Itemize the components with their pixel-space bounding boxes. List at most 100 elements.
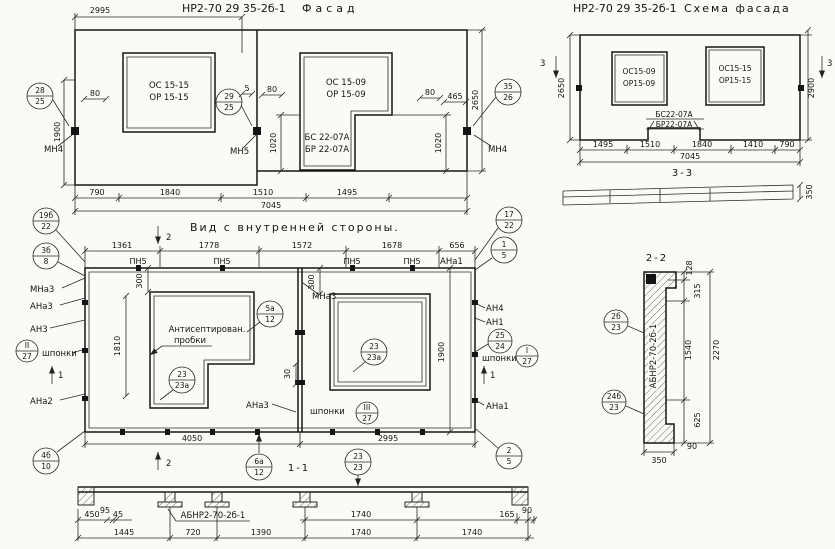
callout-bottom-number: 22 [504,221,514,230]
callout-top-number: 23 [369,342,379,351]
section11-dim: 95 [100,506,110,515]
callout-bottom-number: 24 [495,342,505,351]
callout-24b-23: 24б 23 [601,389,627,415]
facade-dim-80-left: 80 [90,89,100,98]
section11-dim: 1390 [251,528,271,537]
facade-anchor-label-mid: МН5 [230,147,249,157]
scheme-block-label1: БС22-07А [655,110,693,119]
pn5-label: ПН5 [129,257,146,266]
facade-chain-dim: 1510 [253,188,273,197]
scheme-dimension-ticks [566,26,812,203]
inner-side-view: Вид с внутренней стороны. 1361 1778 1572… [15,206,539,486]
scheme-dim-350: 350 [805,184,814,199]
callout-top-number: 24б [607,392,622,401]
section11-dim: 90 [522,506,532,515]
inner-dim-30: 30 [283,369,292,379]
scheme-chain-dim: 1495 [593,140,613,149]
section-1-1-title: 1-1 [288,463,310,474]
an1-label: АН1 [486,318,504,328]
facade-leader-lines [52,96,497,149]
facade-title-mark: НР2-70 29 35-2б-1 [182,2,286,15]
section11-flange-lines [78,486,528,493]
shponki-right-label: шпонки [482,354,517,364]
callout-bottom-number: 23а [175,381,189,390]
callout-bottom-number: 23 [609,403,619,412]
callout-bottom-number: 26 [503,93,513,102]
section22-dimension-ticks [640,268,714,456]
section22-dim-128: 128 [685,260,694,275]
inner-left-opening [149,291,255,409]
callout-top-number: 17 [504,210,514,219]
facade-dim-5: 5 [244,84,249,93]
section-3-3-title: 3-3 [672,168,694,179]
inner-dimension-ticks [81,247,479,448]
callout-bottom-number: 8 [44,257,49,266]
facade-chain-dim: 1840 [160,188,180,197]
section-2-cut-label-bottom: 2 [166,459,171,469]
facade-window-right-label1: ОС 15-09 [326,78,366,88]
callout-top-number: 5а [265,304,274,313]
scheme-chain-dim: 1410 [743,140,763,149]
scheme-title-word: Схема фасада [684,2,791,15]
an3-label: АН3 [30,325,48,335]
section22-dim-90: 90 [687,442,697,451]
callout-top-number: II [25,341,29,350]
inner-extension-lines [84,246,476,448]
inner-dim-height-right: 1900 [437,342,446,362]
scheme-outline [579,34,801,141]
facade-anchor-label-right: МН4 [488,145,507,155]
callout-bottom-number: 23 [611,323,621,332]
facade-block-label2: БР 22-07А [305,145,349,155]
scheme-section-strip [562,184,794,206]
callout-29-25: 29 25 [215,88,243,116]
ana1-right-label: АНа1 [486,402,509,412]
callout-bottom-number: 25 [35,97,45,106]
callout-III-27: III 27 [355,401,379,425]
scheme-window-left-label1: ОС15-09 [623,67,656,76]
inner-dim-height-left: 1810 [113,336,122,356]
section11-dim: 450 [84,510,99,519]
facade-window-right-label2: ОР 15-09 [326,90,365,100]
scheme-window-right-label1: ОС15-15 [719,64,752,73]
section22-extension-lines [643,271,714,456]
scheme-chain-dim: 1510 [640,140,660,149]
ana3-left-label: АНа3 [30,302,53,312]
inner-bottom-dim: 4050 [182,434,202,443]
facade-scheme-view: НР2-70 29 35-2б-1 Схема фасада ОС15-09 О… [540,2,832,206]
callout-top-number: 6а [254,457,263,466]
callout-bottom-number: 10 [41,462,51,471]
section11-dim: 1740 [351,510,371,519]
callout-3b-8: 3б 8 [32,242,60,270]
ana1-top-label: АНа1 [440,257,463,267]
scheme-window-inner-frames [614,49,762,103]
section22-dim-315: 315 [693,283,702,298]
facade-window-left-label2: ОР 15-15 [149,93,188,103]
facade-dim-1020-a: 1020 [269,133,278,153]
inner-chain-dim: 1572 [292,241,312,250]
callout-19b-22: 19б 22 [32,207,60,235]
section-3-cut-label-right: 3 [827,59,832,69]
scheme-window-openings [611,46,765,106]
section-2-cut-label-top: 2 [166,233,171,243]
callout-top-number: 3б [41,246,51,255]
section22-hatch-areas [644,272,676,443]
section-1-cut-label-left: 1 [58,371,63,381]
mna3-left-label: МНа3 [30,285,54,295]
section22-dim-350: 350 [651,456,666,465]
facade-window-left-label1: ОС 15-15 [149,81,189,91]
callout-1-5: 1 5 [490,236,518,264]
section11-dim: 720 [185,528,200,537]
shponki-mid-label: шпонки [310,407,345,417]
facade-anchor-label-left: МН4 [44,145,63,155]
inner-offset-line [88,271,472,429]
callout-2b-23: 2б 23 [603,309,629,335]
callout-bottom-number: 25 [224,103,234,112]
scheme-chain-dim: 790 [779,140,794,149]
inner-chain-dim: 1361 [112,241,132,250]
callout-5a-12: 5а 12 [256,300,284,328]
inner-right-window [329,293,431,391]
inner-chain-dim: 1778 [199,241,219,250]
inner-panel-joint [297,268,303,432]
antiseptic-note-line2: пробки [174,336,206,346]
